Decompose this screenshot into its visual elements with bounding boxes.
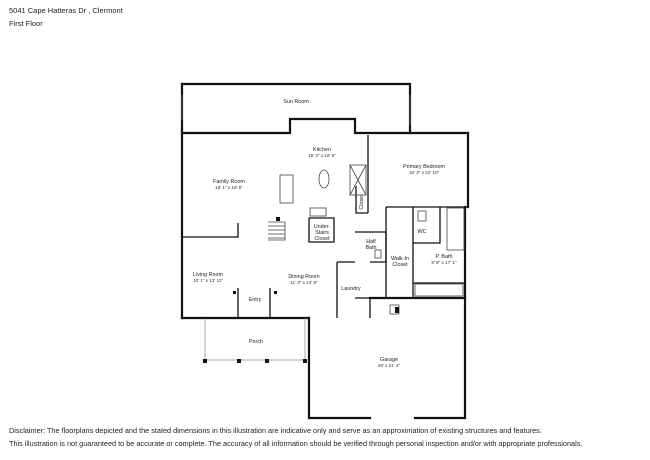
- disclaimer-line-2: This illustration is not guaranteed to b…: [9, 439, 583, 448]
- wc-label: WC: [418, 229, 427, 235]
- exterior-walls: [180, 82, 470, 420]
- p-bath-dims: 9' 8" x 17' 1": [431, 260, 457, 265]
- p-bath-label: P. Bath: [436, 254, 453, 260]
- under-stairs-line1: Under-: [314, 224, 331, 230]
- fixtures: [268, 164, 465, 315]
- columns: [203, 217, 399, 363]
- dining-room-dims: 11' 3" x 13' 8": [290, 280, 318, 285]
- family-room-dims: 18' 1" x 18' 8": [215, 185, 243, 190]
- walk-in-closet-line2: Closet: [392, 262, 408, 268]
- primary-bedroom-dims: 18' 3" x 22' 10": [409, 170, 440, 175]
- porch-label: Porch: [249, 339, 263, 345]
- garage-label: Garage: [380, 357, 398, 363]
- half-bath-line1: Half: [366, 239, 376, 245]
- property-address: 5041 Cape Hatteras Dr , Clermont: [9, 6, 123, 15]
- interior-walls: [182, 135, 468, 318]
- entry-label: Entry: [249, 297, 262, 303]
- living-room-dims: 10' 1" x 13' 11": [193, 278, 223, 283]
- garage-dims: 29' x 21' 4": [378, 363, 401, 368]
- sun-room-label: Sun Room: [283, 99, 309, 105]
- laundry-label: Laundry: [341, 286, 361, 292]
- room-labels: Sun Room Kitchen 15' 3" x 18' 5" Primary…: [193, 99, 457, 368]
- dining-room-label: Dining Room: [288, 274, 320, 280]
- walk-in-closet-line1: Walk-In: [391, 256, 409, 262]
- floor-label: First Floor: [9, 19, 43, 28]
- disclaimer-line-1: Disclaimer: The floorplans depicted and …: [9, 426, 542, 435]
- windows: [181, 95, 411, 361]
- kitchen-label: Kitchen: [313, 147, 331, 153]
- living-room-label: Living Room: [193, 272, 223, 278]
- under-stairs-line2: Stairs: [315, 230, 329, 236]
- closet-label: Closet: [359, 194, 365, 210]
- primary-bedroom-label: Primary Bedroom: [403, 164, 445, 170]
- kitchen-dims: 15' 3" x 18' 5": [308, 153, 336, 158]
- under-stairs-line3: Closet: [314, 236, 330, 242]
- family-room-label: Family Room: [213, 179, 245, 185]
- half-bath-line2: Bath: [365, 245, 376, 251]
